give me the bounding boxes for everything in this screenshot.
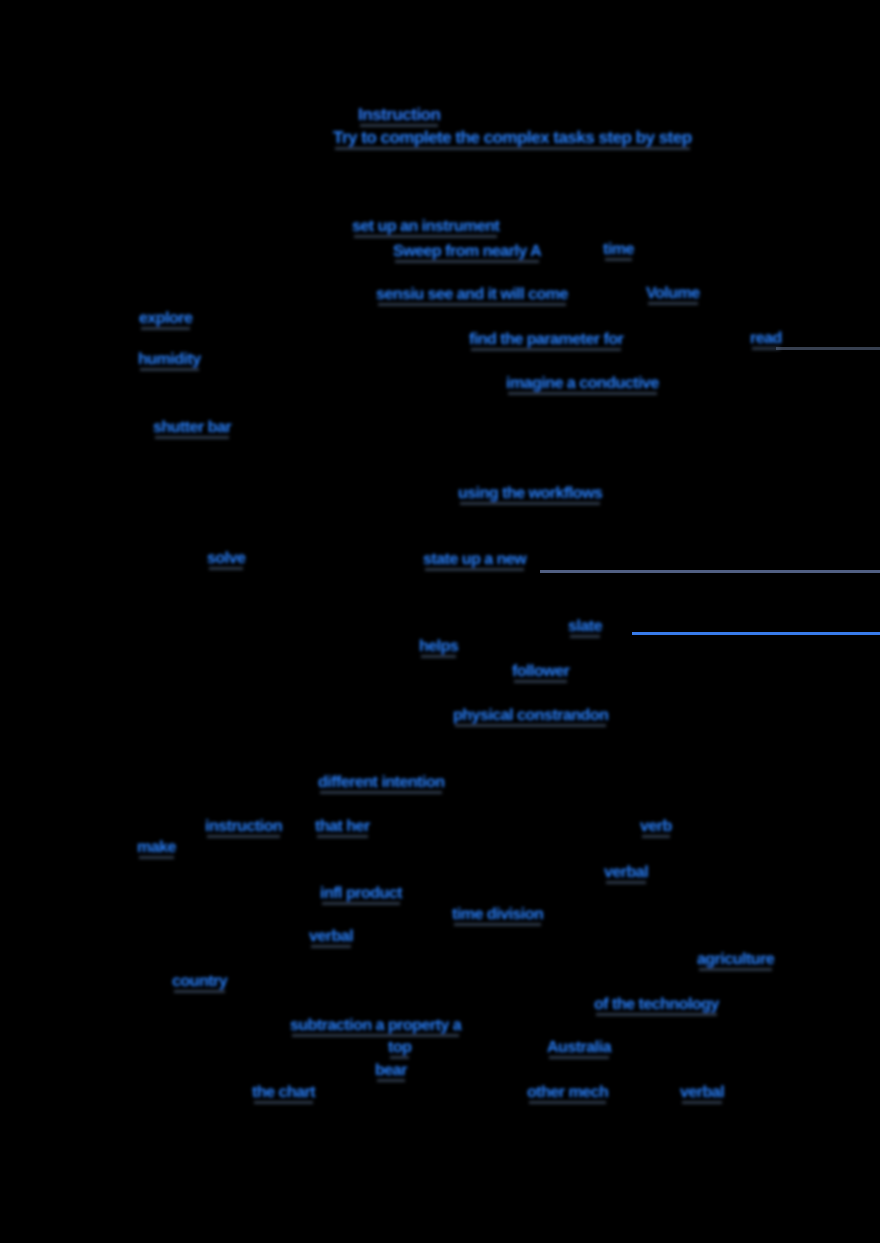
diagram-node-label: verbal [680, 1084, 725, 1104]
diagram-node-label: agriculture [697, 951, 775, 971]
diagram-node-label: explore [139, 310, 193, 330]
diagram-node-label: infl product [320, 885, 402, 905]
diagram-node-label: humidity [138, 351, 201, 371]
diagram-node-label: instruction [205, 818, 283, 838]
diagram-node-label: find the parameter for [469, 331, 624, 351]
diagram-node-label: Sweep from nearly A [393, 243, 542, 263]
diagram-node-label: that her [315, 818, 370, 838]
diagram-node-label: imagine a conductive [506, 375, 659, 395]
diagram-node-label: sensiu see and it will come [376, 286, 568, 306]
diagram-node-label: Australia [547, 1039, 611, 1059]
diagram-node-label: slate [568, 618, 602, 638]
diagram-node-label: the chart [252, 1084, 316, 1104]
horizontal-rule [632, 632, 880, 635]
horizontal-rule [540, 570, 880, 573]
diagram-node-label: helps [419, 638, 459, 658]
diagram-node-label: top [388, 1039, 412, 1059]
diagram-node-label: Instruction [358, 105, 441, 127]
diagram-node-label: shutter bar [153, 419, 232, 439]
diagram-node-label: set up an instrument [352, 218, 500, 238]
diagram-node-label: physical constrandon [453, 707, 609, 727]
diagram-node-label: verbal [309, 928, 354, 948]
diagram-node-label: bear [375, 1062, 407, 1082]
diagram-node-label: make [137, 839, 176, 859]
diagram-node-label: country [172, 973, 228, 993]
horizontal-rule [776, 347, 880, 350]
diagram-node-label: verb [640, 818, 672, 838]
diagram-node-label: time division [452, 906, 544, 926]
diagram-node-label: follower [512, 663, 570, 683]
diagram-node-label: read [750, 330, 782, 350]
diagram-node-label: time [603, 241, 634, 261]
diagram-node-label: other mech [527, 1084, 609, 1104]
diagram-node-label: solve [207, 550, 246, 570]
diagram-node-label: Try to complete the complex tasks step b… [333, 128, 692, 150]
diagram-node-label: state up a new [423, 551, 527, 571]
diagram-node-label: Volume [646, 285, 700, 305]
diagram-node-label: of the technology [594, 996, 719, 1016]
diagram-node-label: using the workflows [458, 485, 603, 505]
diagram-node-label: subtraction a property a [290, 1017, 462, 1037]
diagram-node-label: verbal [604, 864, 649, 884]
diagram-node-label: different intention [318, 774, 445, 794]
